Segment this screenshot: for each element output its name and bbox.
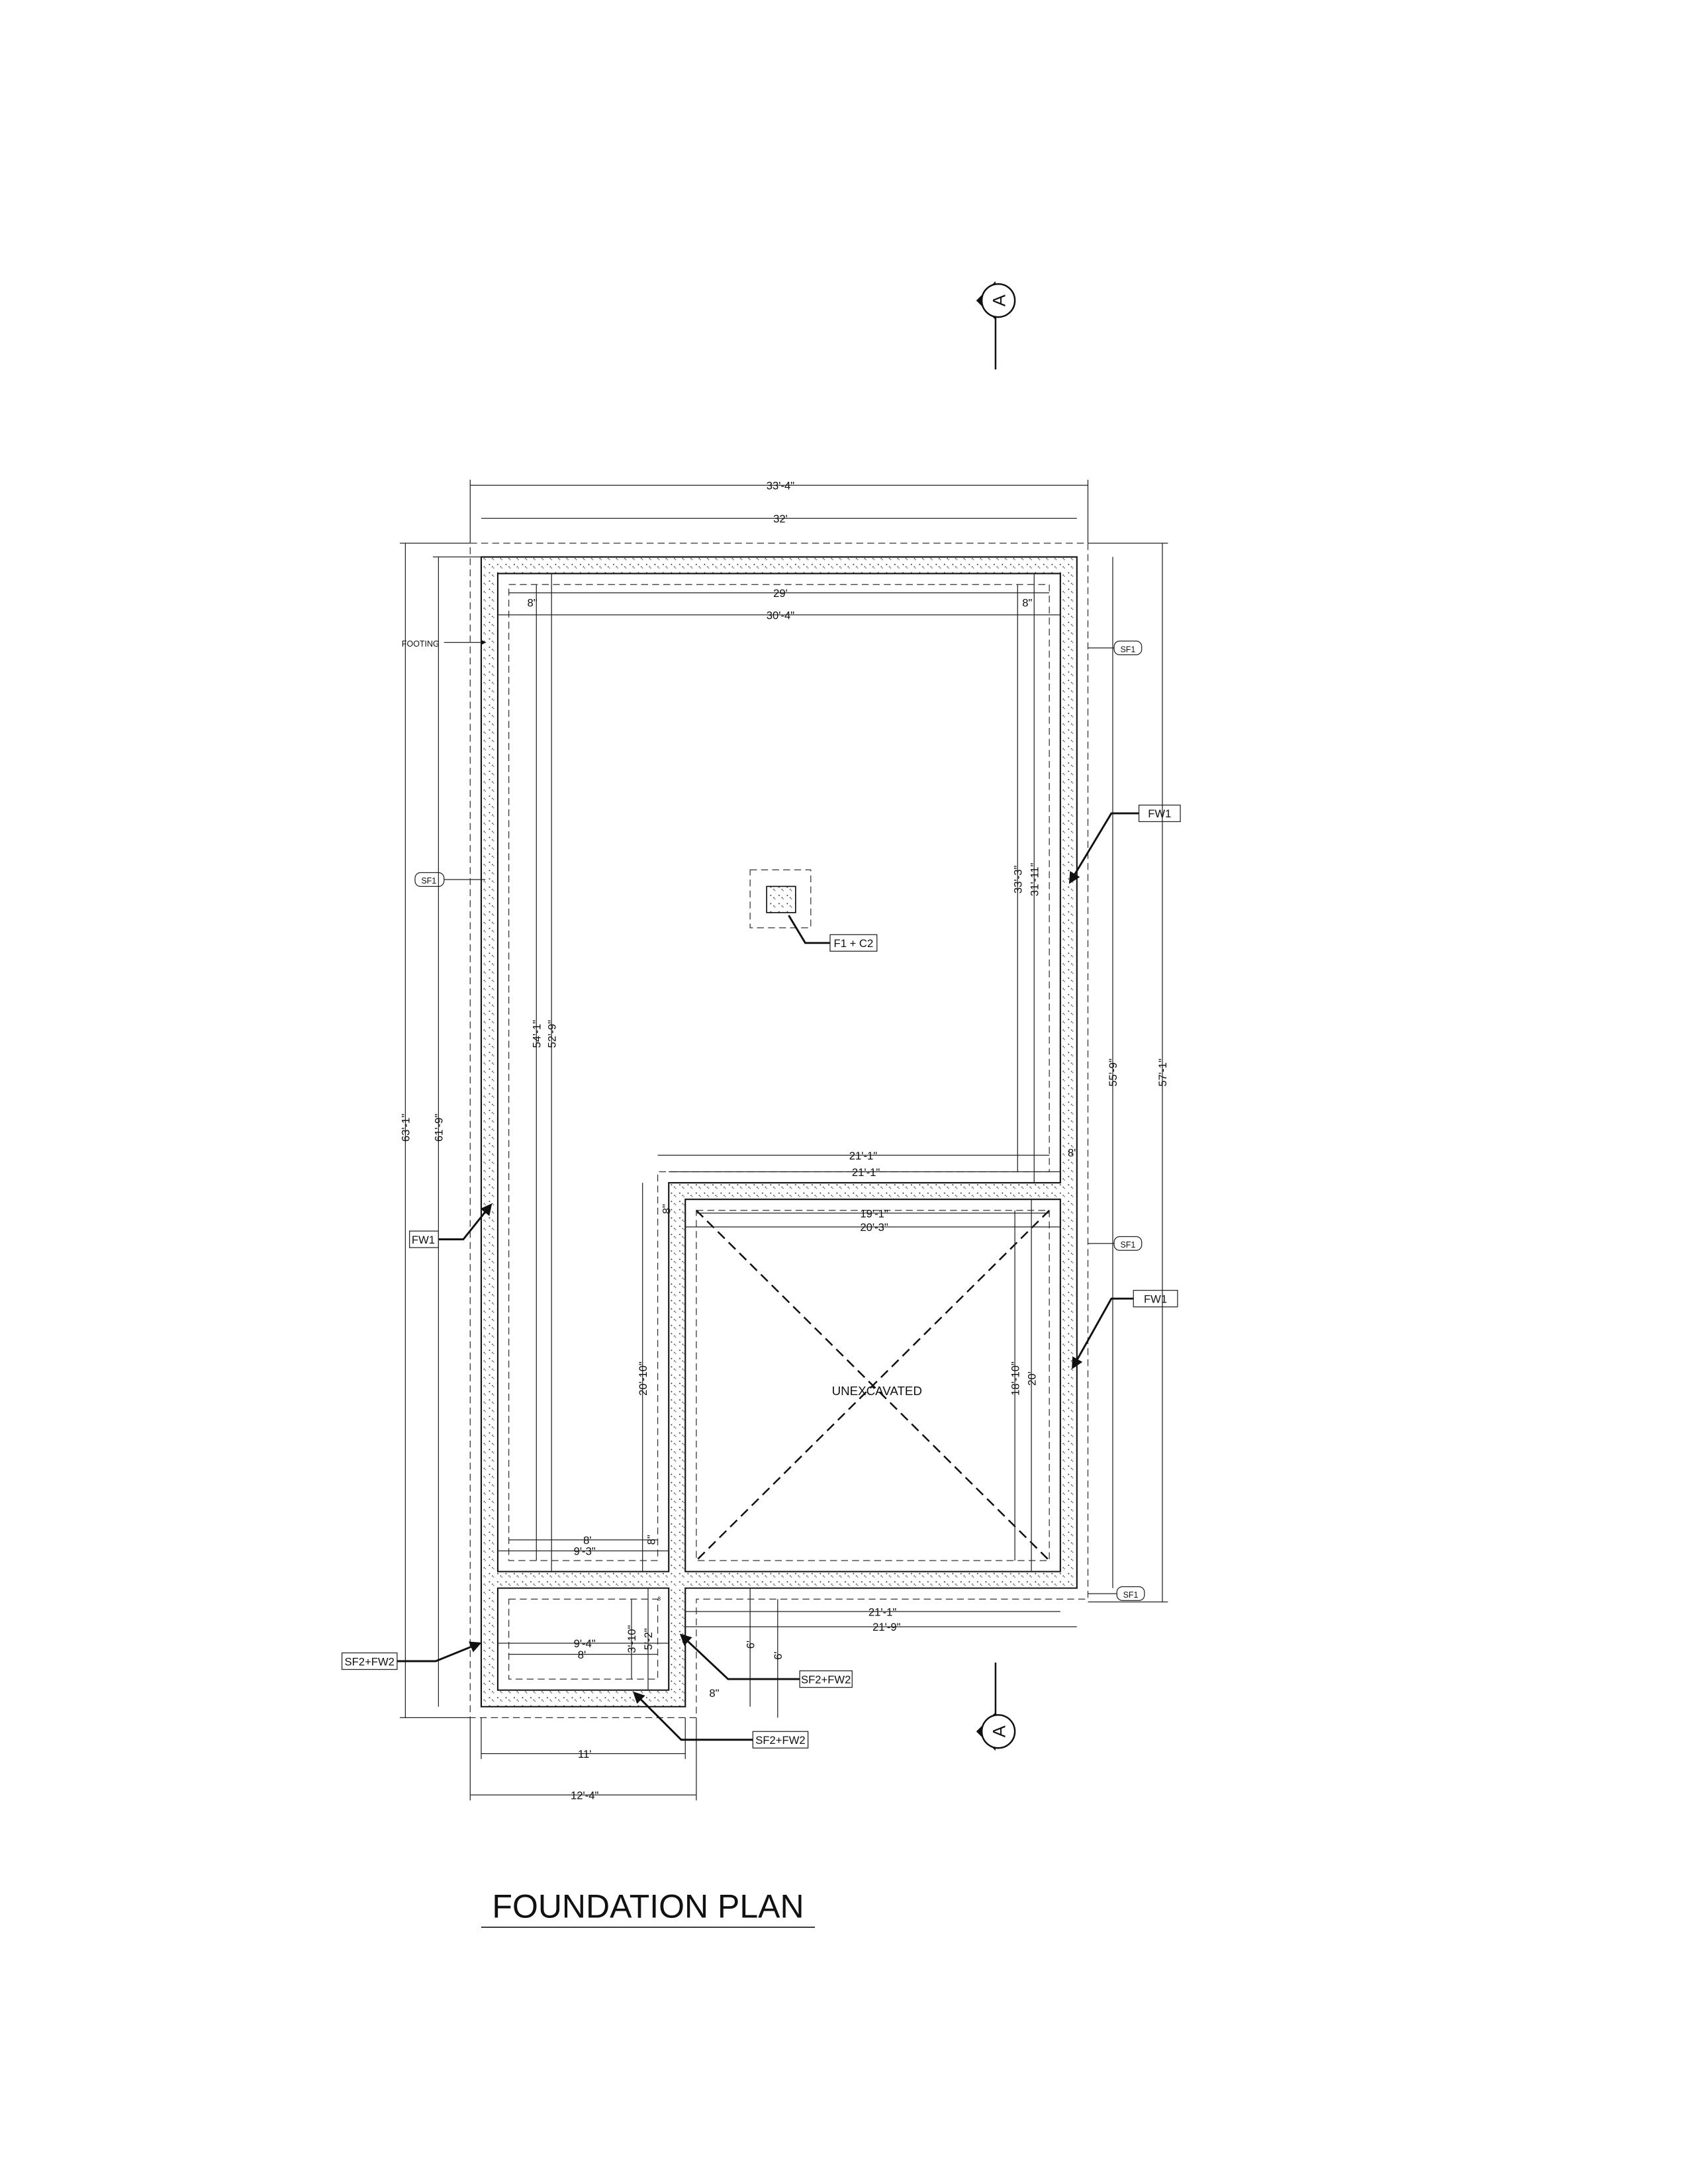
dim-room-a: 8' [583, 1534, 591, 1547]
footing-outline-low [508, 1598, 659, 1680]
sf1-tag: SF1 [1123, 1590, 1139, 1600]
dim-left-inner-b: 52'-9" [545, 1020, 558, 1048]
dim-right-upper-a: 33'-3" [1012, 866, 1025, 894]
dim-8in-mid-left: 8" [660, 1204, 673, 1214]
dim-left-overall: 63'-1" [400, 1114, 412, 1142]
sf1-tag: SF1 [421, 876, 436, 886]
sf2-fw2-tag: SF2+FW2 [801, 1673, 851, 1686]
sf2-fw2-tag: SF2+FW2 [345, 1655, 395, 1668]
fw1-tag: FW1 [1148, 807, 1171, 820]
sf1-tag: SF1 [1120, 645, 1135, 654]
dim-six-a: 6' [744, 1641, 757, 1649]
dim-left-mid: 20'-10" [637, 1361, 649, 1396]
unexcavated-label: UNEXCAVATED [832, 1384, 922, 1398]
dim-left-wall: 61'-9" [433, 1114, 445, 1142]
dim-right-upper-b: 31'-11" [1028, 863, 1041, 897]
dim-low-a: 9'-4" [574, 1637, 596, 1650]
dim-unex-a: 19'-1" [860, 1207, 888, 1220]
dim-inner-wall: 30'-4" [767, 609, 795, 621]
sf1-tag: SF1 [1120, 1240, 1135, 1250]
dim-8in-room: 8" [645, 1535, 657, 1545]
footing-outline-unex [696, 1210, 1050, 1561]
dim-top-wall: 32' [773, 512, 788, 525]
foundation-wall [480, 556, 1078, 1707]
section-label: A [989, 295, 1009, 306]
pier-column [766, 886, 796, 913]
dim-8in-right: 8" [1022, 597, 1032, 610]
dimension-lines [400, 479, 1168, 1801]
callout-leaders [397, 812, 1139, 1741]
dim-unex-h-a: 18'-10" [1009, 1361, 1021, 1396]
dim-8-small: 8 [657, 1595, 661, 1602]
sf2-fw2-tags: SF2+FW2 SF2+FW2 SF2+FW2 [341, 1652, 853, 1749]
dim-bot-b: 21'-9" [872, 1621, 901, 1633]
fw1-tag: FW1 [1144, 1293, 1167, 1305]
dim-unex-h-b: 20' [1025, 1371, 1038, 1386]
section-label: A [989, 1725, 1009, 1737]
drawing-title: FOUNDATION PLAN [492, 1888, 804, 1925]
pier-footing [749, 869, 812, 929]
dim-right-wall: 55'-9" [1107, 1058, 1119, 1087]
fw1-tag: FW1 [412, 1234, 435, 1246]
unexcavated-cross [696, 1209, 1051, 1561]
dim-8in-low: 8" [709, 1687, 719, 1700]
section-marker-top: A [976, 281, 1016, 370]
dim-low-h-a: 3'-10" [626, 1625, 638, 1653]
dim-room-b: 9'-3" [574, 1545, 596, 1558]
dim-bottom-wall: 11' [578, 1748, 591, 1760]
fw1-tags: FW1 FW1 FW1 [409, 804, 1181, 1308]
dim-low-h-b: 5'-2" [642, 1628, 655, 1650]
dim-bot-a: 21'-1" [868, 1606, 897, 1618]
dim-inner-footing: 29' [773, 587, 788, 600]
dim-six-b: 6' [772, 1651, 784, 1659]
dim-left-inner-a: 54'-1" [531, 1020, 543, 1048]
dim-8in-left: 8" [527, 597, 537, 610]
f1-c2-tag: F1 + C2 [834, 937, 874, 950]
dim-low-b: 8' [578, 1649, 586, 1661]
footing-label: FOOTING [402, 639, 440, 649]
sf1-tags: SF1 SF1 SF1 SF1 [414, 640, 1145, 1601]
sf2-fw2-tag: SF2+FW2 [755, 1734, 805, 1747]
dim-mid-b: 21'-1" [852, 1166, 880, 1179]
footing-outline-outer [469, 543, 1089, 1719]
dim-unex-b: 20'-3" [860, 1221, 888, 1234]
dim-right-overall: 57'-1" [1156, 1058, 1169, 1087]
footing-outline-inner [508, 584, 1050, 1561]
dim-top-overall: 33'-4" [767, 479, 795, 492]
dim-8in-mid: 8" [1068, 1147, 1078, 1160]
dim-bottom-overall: 12'-4" [571, 1789, 599, 1801]
section-marker-bottom: A [976, 1662, 1016, 1751]
dim-mid-a: 21'-1" [849, 1150, 878, 1162]
